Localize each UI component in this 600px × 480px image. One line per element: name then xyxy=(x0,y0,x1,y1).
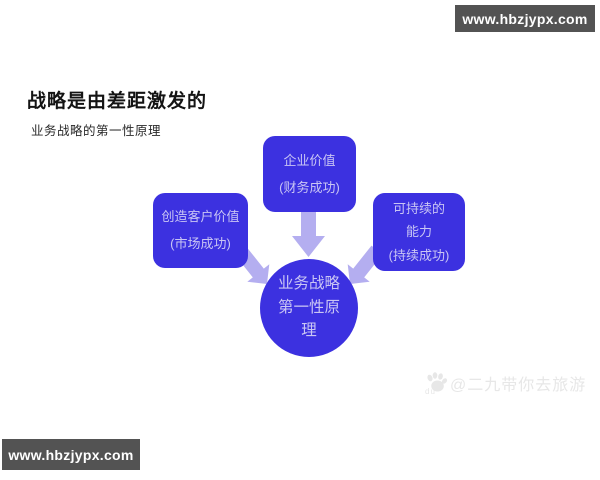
site-badge-bottom-left: www.hbzjypx.com xyxy=(2,439,140,470)
node-sustainable-capability: 可持续的 能力 (持续成功) xyxy=(373,193,465,271)
arrow-top-box-to-circle xyxy=(292,212,325,257)
node-line: 可持续的 xyxy=(392,200,445,216)
node-line: 业务战略 xyxy=(277,275,340,293)
page-subtitle: 业务战略的第一性原理 xyxy=(31,124,162,138)
baidu-du-label: du xyxy=(425,387,436,396)
site-url-text: www.hbzjypx.com xyxy=(462,10,588,27)
node-customer-value: 创造客户价值 (市场成功) xyxy=(153,193,248,268)
node-line: 企业价值 xyxy=(283,152,336,168)
site-badge-top-right: www.hbzjypx.com xyxy=(455,5,595,32)
node-enterprise-value: 企业价值 (财务成功) xyxy=(263,136,356,212)
watermark-text: @二九带你去旅游 xyxy=(450,377,587,394)
watermark: du @二九带你去旅游 xyxy=(424,370,586,396)
baidu-paw-icon: du xyxy=(425,372,448,396)
node-line: (市场成功) xyxy=(170,236,231,251)
node-line: (持续成功) xyxy=(388,247,450,263)
node-line: 第一性原 xyxy=(277,298,340,316)
node-line: 创造客户价值 xyxy=(161,209,240,225)
page-title: 战略是由差距激发的 xyxy=(27,91,208,112)
node-line: (财务成功) xyxy=(279,179,340,195)
node-first-principle-circle: 业务战略 第一性原 理 xyxy=(260,259,358,357)
site-url-text: www.hbzjypx.com xyxy=(8,446,134,463)
node-line: 能力 xyxy=(405,224,432,240)
node-line: 理 xyxy=(301,322,317,340)
